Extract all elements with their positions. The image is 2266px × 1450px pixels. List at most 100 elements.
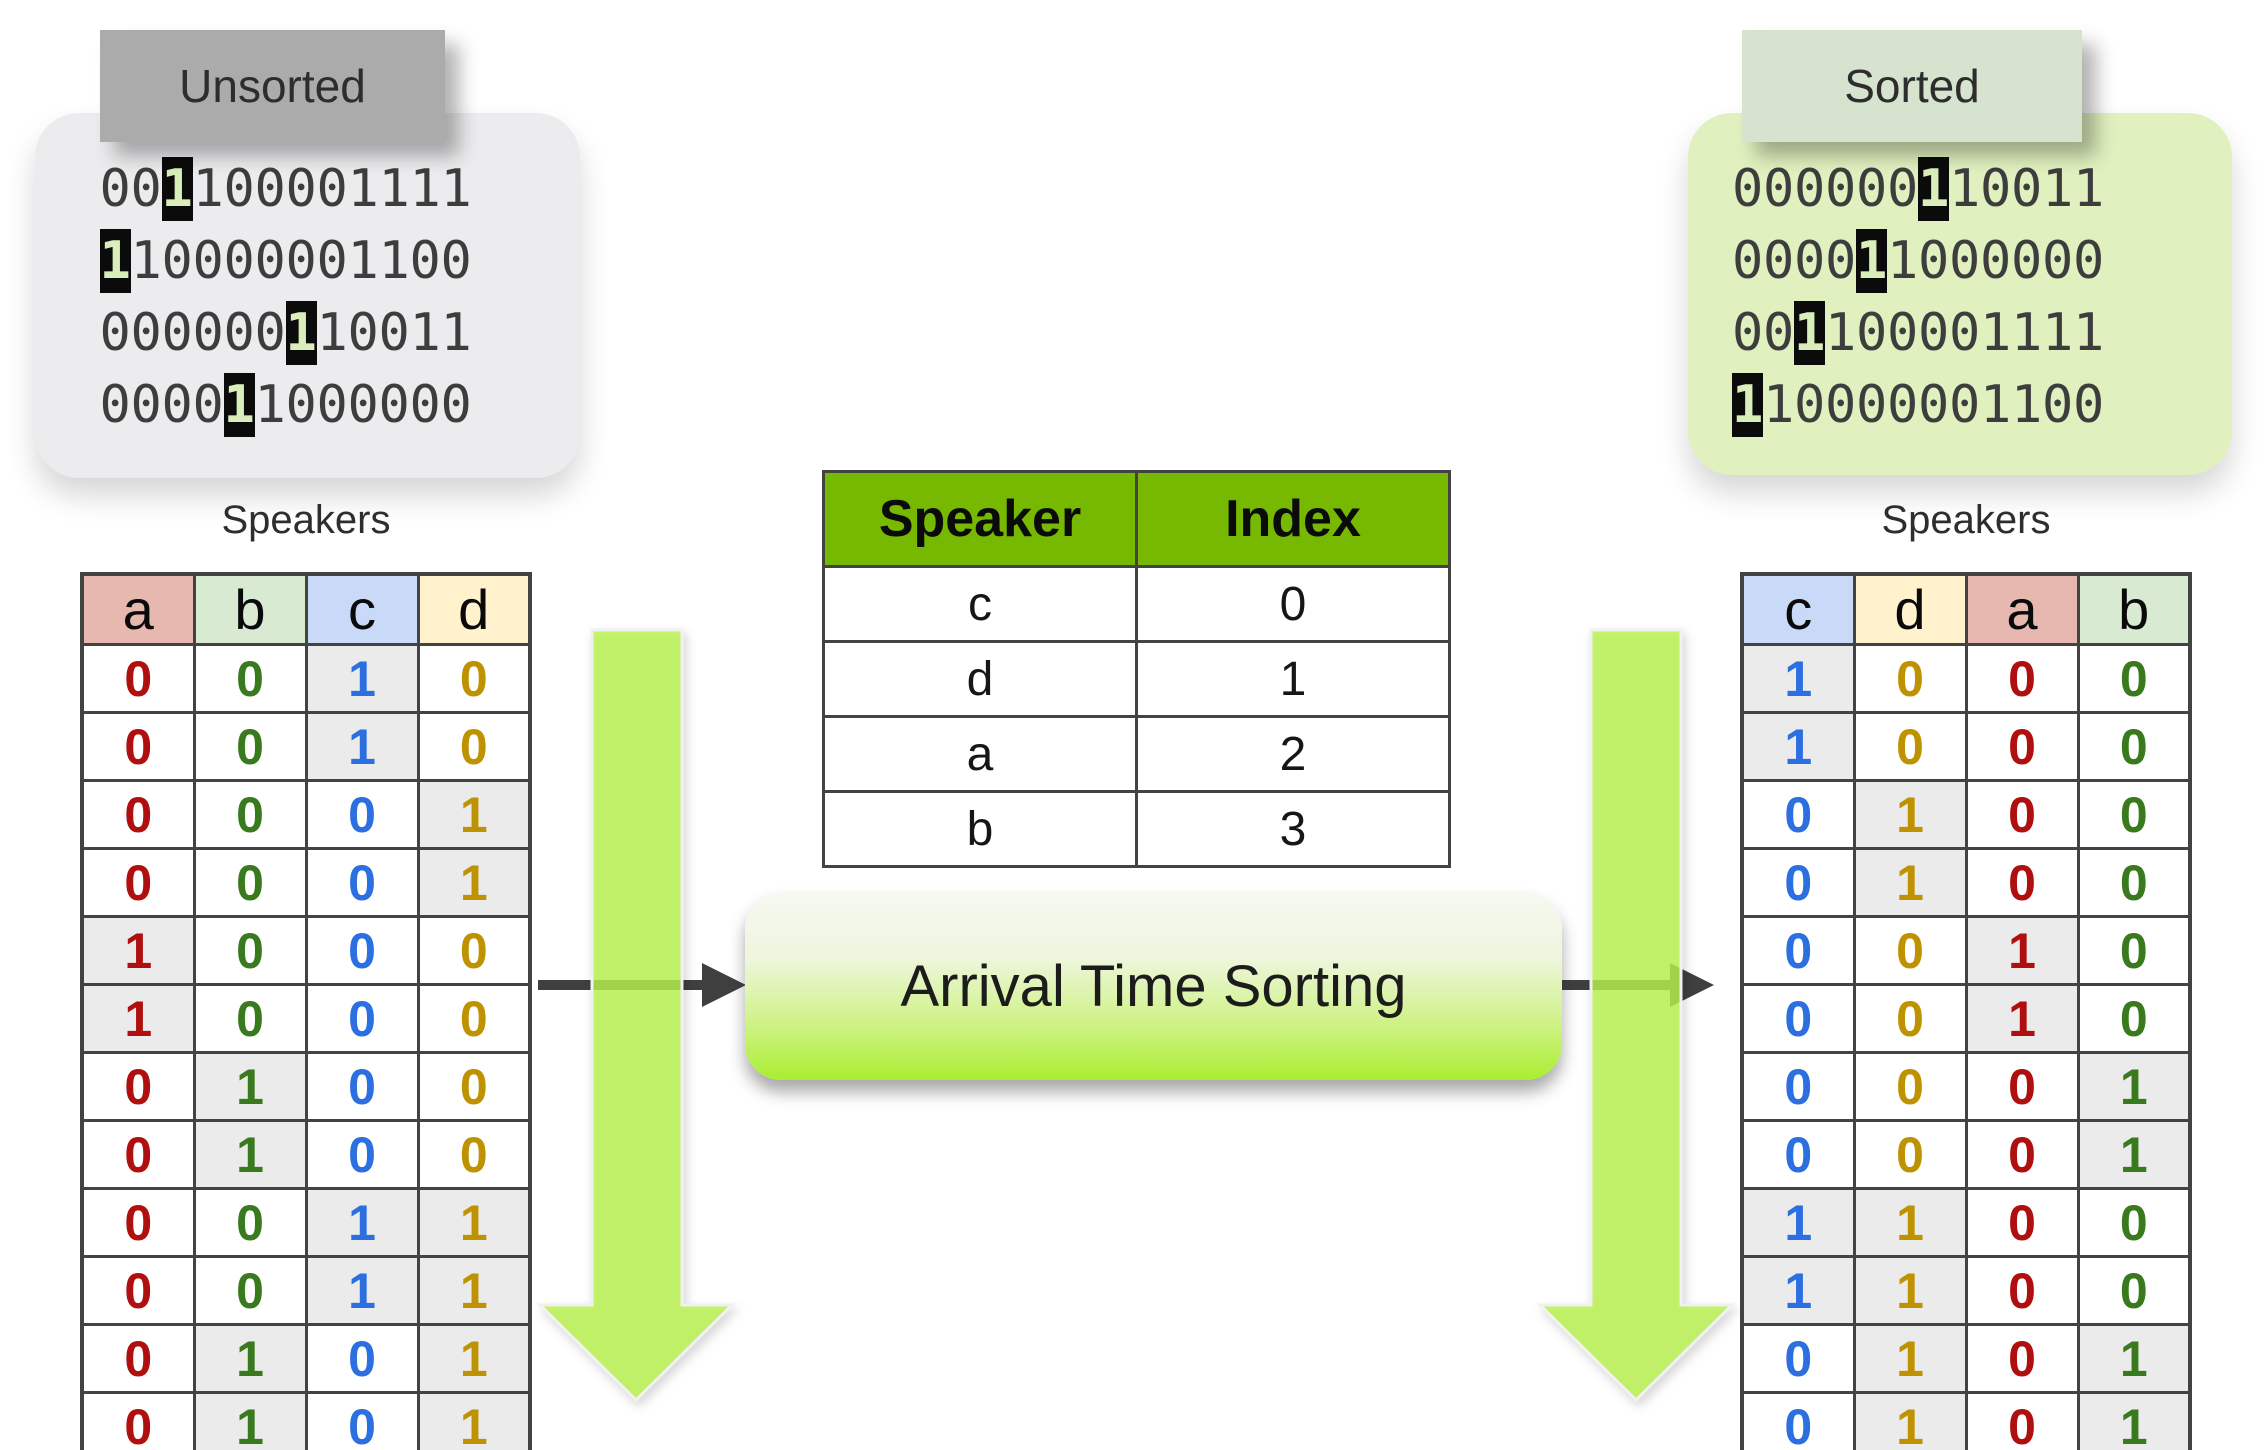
cell-d-row4: 1 [416, 847, 532, 918]
binary-digit: 0 [1825, 231, 1857, 291]
binary-digit: 0 [161, 375, 193, 435]
cell-a-row6: 1 [1964, 983, 2080, 1054]
binary-digit: 1 [2011, 303, 2043, 363]
cell-a-row3: 0 [1964, 779, 2080, 850]
cell-b-row11: 1 [2076, 1323, 2192, 1394]
binary-digit: 1 [254, 375, 286, 435]
binary-digit: 0 [1856, 375, 1888, 435]
binary-digit: 0 [440, 231, 472, 291]
cell-d-row10: 1 [1852, 1255, 1968, 1326]
mapping-index-cell: 1 [1135, 640, 1451, 718]
cell-c-row9: 1 [304, 1187, 420, 1258]
cell-a-row4: 0 [80, 847, 196, 918]
mapping-header-speaker: Speaker [822, 470, 1138, 568]
binary-digit: 0 [99, 375, 131, 435]
cell-a-row10: 0 [1964, 1255, 2080, 1326]
binary-digit: 1 [440, 159, 472, 219]
cell-d-row7: 0 [1852, 1051, 1968, 1122]
binary-digit-highlight: 1 [161, 157, 193, 221]
cell-b-row7: 1 [2076, 1051, 2192, 1122]
column-header-a: a [80, 572, 196, 646]
cell-b-row1: 0 [192, 643, 308, 714]
cell-c-row8: 0 [1740, 1119, 1856, 1190]
binary-digit: 1 [130, 231, 162, 291]
cell-c-row3: 0 [1740, 779, 1856, 850]
mapping-index-cell: 2 [1135, 715, 1451, 793]
cell-c-row7: 0 [304, 1051, 420, 1122]
cell-b-row8: 1 [2076, 1119, 2192, 1190]
cell-a-row10: 0 [80, 1255, 196, 1326]
column-header-b: b [192, 572, 308, 646]
binary-digit: 0 [316, 375, 348, 435]
binary-digit: 0 [1949, 231, 1981, 291]
cell-b-row4: 0 [192, 847, 308, 918]
cell-b-row2: 0 [2076, 711, 2192, 782]
cell-d-row2: 0 [1852, 711, 1968, 782]
binary-digit: 0 [1763, 159, 1795, 219]
binary-digit: 0 [1887, 375, 1919, 435]
cell-a-row8: 0 [1964, 1119, 2080, 1190]
binary-digit: 0 [440, 375, 472, 435]
binary-digit-highlight: 1 [99, 229, 131, 293]
binary-digit: 0 [316, 231, 348, 291]
cell-d-row9: 1 [416, 1187, 532, 1258]
cell-d-row6: 0 [1852, 983, 1968, 1054]
flow-arrowhead-left [702, 963, 746, 1007]
mapping-speaker-cell: a [822, 715, 1138, 793]
binary-digit: 0 [1887, 159, 1919, 219]
binary-digit: 0 [130, 375, 162, 435]
cell-a-row4: 0 [1964, 847, 2080, 918]
binary-digit: 0 [1856, 303, 1888, 363]
binary-digit: 0 [2011, 231, 2043, 291]
down-arrow-left [536, 628, 736, 1403]
down-arrow-right [1536, 628, 1736, 1403]
binary-digit: 0 [1732, 303, 1764, 363]
column-header-d: d [1852, 572, 1968, 646]
cell-b-row3: 0 [2076, 779, 2192, 850]
cell-c-row4: 0 [1740, 847, 1856, 918]
cell-d-row2: 0 [416, 711, 532, 782]
arrival-time-sorting-box: Arrival Time Sorting [745, 892, 1562, 1080]
column-header-d: d [416, 572, 532, 646]
binary-digit: 0 [378, 375, 410, 435]
cell-b-row1: 0 [2076, 643, 2192, 714]
binary-digit: 1 [1887, 231, 1919, 291]
cell-a-row8: 0 [80, 1119, 196, 1190]
cell-c-row8: 0 [304, 1119, 420, 1190]
cell-a-row6: 1 [80, 983, 196, 1054]
cell-b-row9: 0 [2076, 1187, 2192, 1258]
cell-a-row9: 0 [80, 1187, 196, 1258]
mapping-index-cell: 3 [1135, 790, 1451, 868]
cell-a-row7: 0 [80, 1051, 196, 1122]
cell-a-row12: 0 [80, 1391, 196, 1450]
cell-a-row2: 0 [80, 711, 196, 782]
binary-digit: 0 [223, 231, 255, 291]
binary-digit: 1 [2073, 159, 2105, 219]
binary-digit: 0 [161, 231, 193, 291]
cell-c-row11: 0 [1740, 1323, 1856, 1394]
cell-d-row5: 0 [1852, 915, 1968, 986]
binary-digit: 0 [99, 159, 131, 219]
cell-d-row3: 1 [1852, 779, 1968, 850]
cell-c-row12: 0 [304, 1391, 420, 1450]
binary-digit: 0 [347, 375, 379, 435]
binary-digit: 0 [192, 231, 224, 291]
binary-digit: 0 [2042, 375, 2074, 435]
cell-a-row12: 0 [1964, 1391, 2080, 1450]
binary-digit: 1 [409, 159, 441, 219]
